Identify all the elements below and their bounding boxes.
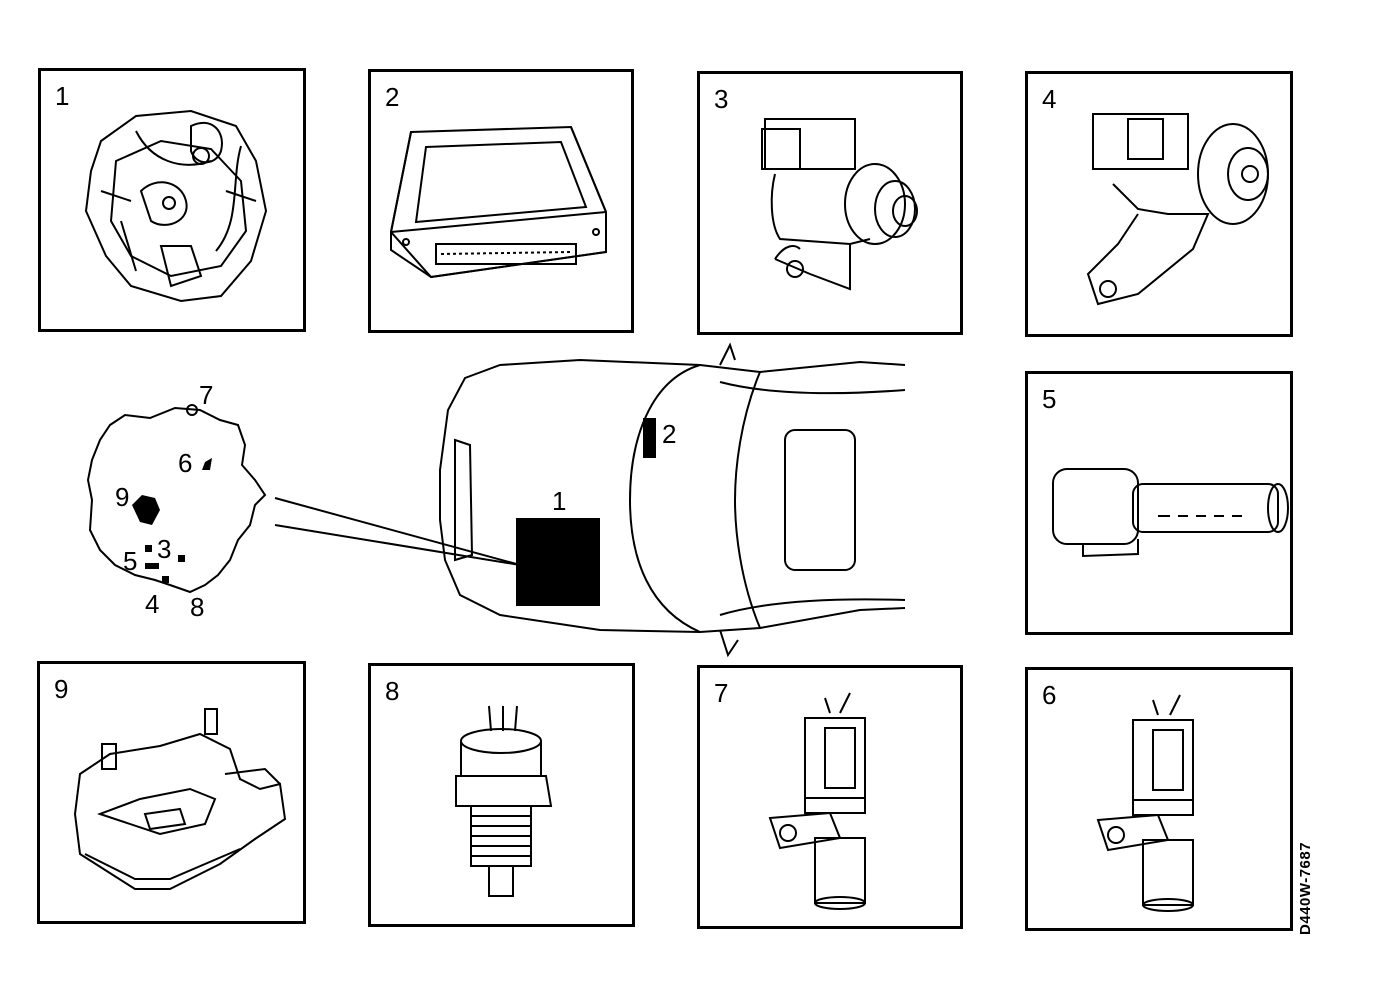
solenoid-valve-drawing xyxy=(761,118,918,291)
figure-code: D440W-7687 xyxy=(1297,841,1314,935)
gearbox-callout-4: 4 xyxy=(145,589,160,619)
temperature-sensor-drawing xyxy=(455,705,553,897)
gear-position-sensor-drawing xyxy=(73,708,287,890)
panel-8-temperature-sensor: 8 xyxy=(368,663,635,927)
panel-9-gear-position-sensor: 9 xyxy=(37,661,306,924)
panel-1-transmission: 1 xyxy=(38,68,306,332)
panel-2-number: 2 xyxy=(385,82,400,112)
car-callout-2: 2 xyxy=(662,419,677,449)
panel-2-control-module: 2 xyxy=(368,69,634,333)
panel-6-number: 6 xyxy=(1042,680,1057,710)
panel-1-number: 1 xyxy=(55,81,70,111)
gearbox-callout-8: 8 xyxy=(190,592,205,622)
transmission-drawing xyxy=(84,109,268,303)
panel-3-number: 3 xyxy=(714,84,729,114)
gearbox-callout-9: 9 xyxy=(115,482,130,512)
panel-4-solenoid-bracket: 4 xyxy=(1025,71,1293,337)
panel-4-number: 4 xyxy=(1042,84,1057,114)
gearbox-callout-5: 5 xyxy=(123,546,138,576)
speed-sensor-7-drawing xyxy=(768,692,866,910)
gearbox-callout-6: 6 xyxy=(178,448,193,478)
panel-8-number: 8 xyxy=(385,676,400,706)
gearbox-callout-3: 3 xyxy=(157,534,172,564)
panel-7-speed-sensor: 7 xyxy=(697,665,963,929)
panel-5-number: 5 xyxy=(1042,384,1057,414)
panel-7-number: 7 xyxy=(714,678,729,708)
panel-6-speed-sensor: 6 xyxy=(1025,667,1293,931)
speed-sensor-6-drawing xyxy=(1096,694,1194,912)
control-module-drawing xyxy=(389,125,607,279)
gearbox-outline xyxy=(86,406,267,594)
leader-lines xyxy=(274,497,521,566)
panel-9-number: 9 xyxy=(54,674,69,704)
solenoid-tube-drawing xyxy=(1052,468,1289,558)
component-2-location-marker xyxy=(643,418,656,458)
gearbox-markers xyxy=(132,404,212,583)
component-1-location-marker xyxy=(516,518,600,606)
car-drawing xyxy=(439,342,906,658)
solenoid-bracket-drawing xyxy=(1086,113,1269,306)
gearbox-callout-7: 7 xyxy=(199,380,214,410)
car-callout-1: 1 xyxy=(552,486,567,516)
panel-5-solenoid-tube: 5 xyxy=(1025,371,1293,635)
panel-3-solenoid-valve: 3 xyxy=(697,71,963,335)
